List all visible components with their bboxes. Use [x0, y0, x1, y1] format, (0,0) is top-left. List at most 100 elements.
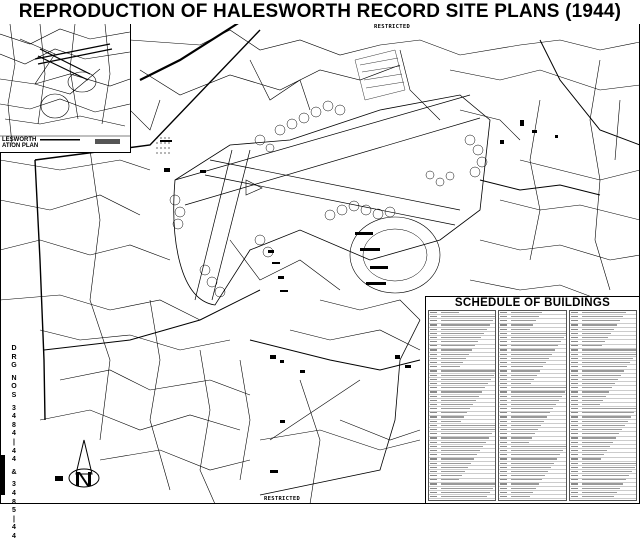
schedule-row [429, 441, 496, 445]
schedule-row [569, 491, 636, 496]
schedule-row [569, 412, 636, 416]
location-plan-map [0, 24, 130, 145]
schedule-row [429, 391, 496, 395]
schedule-row [569, 336, 636, 341]
schedule-row [499, 349, 566, 353]
schedule-row [429, 311, 496, 316]
schedule-row [429, 453, 496, 458]
schedule-row [499, 441, 566, 445]
schedule-row [569, 365, 636, 370]
schedule-row [569, 311, 636, 316]
schedule-row [499, 432, 566, 437]
schedule-row [429, 378, 496, 383]
schedule-row [569, 407, 636, 412]
schedule-row [499, 491, 566, 496]
schedule-row [429, 357, 496, 362]
schedule-row [429, 420, 496, 425]
schedule-column-3 [568, 310, 637, 501]
schedule-row [499, 378, 566, 383]
schedule-row [569, 382, 636, 387]
schedule-row [429, 407, 496, 412]
schedule-row [499, 479, 566, 483]
schedule-column-1 [428, 310, 497, 501]
schedule-row [499, 495, 566, 500]
schedule-row [569, 349, 636, 353]
schedule-row [570, 499, 636, 500]
schedule-row [429, 340, 496, 345]
schedule-row [429, 437, 496, 441]
schedule-row [499, 445, 566, 450]
schedule-row [569, 395, 636, 399]
schedule-row [429, 315, 496, 320]
schedule-row [429, 382, 496, 387]
schedule-row [499, 462, 566, 466]
schedule-title: SCHEDULE OF BUILDINGS [454, 297, 611, 309]
schedule-row [499, 407, 566, 412]
schedule-row [429, 336, 496, 341]
schedule-row [499, 403, 566, 408]
schedule-row [499, 428, 566, 433]
schedule-column-2 [498, 310, 567, 501]
schedule-row [429, 328, 496, 332]
schedule-row [569, 399, 636, 404]
schedule-row [569, 437, 636, 441]
schedule-row [569, 462, 636, 466]
schedule-row [499, 412, 566, 416]
schedule-row [499, 374, 566, 378]
schedule-row [429, 386, 496, 391]
schedule-row [429, 474, 496, 479]
schedule-row [569, 495, 636, 500]
schedule-row [429, 416, 496, 420]
schedule-row [429, 395, 496, 399]
schedule-row [569, 487, 636, 492]
schedule-row [499, 470, 566, 475]
schedule-row [429, 445, 496, 450]
north-arrow-icon [68, 439, 100, 488]
schedule-row [429, 349, 496, 353]
schedule-row [569, 319, 636, 324]
schedule-row [429, 458, 496, 462]
schedule-row [569, 345, 636, 349]
schedule-row [569, 458, 636, 462]
schedule-row [429, 479, 496, 483]
schedule-row [569, 332, 636, 337]
schedule-row [429, 495, 496, 500]
schedule-row [569, 453, 636, 458]
schedule-row [569, 428, 636, 433]
schedule-row [569, 328, 636, 332]
schedule-row [499, 332, 566, 337]
schedule-row [499, 328, 566, 332]
schedule-row [569, 378, 636, 383]
schedule-row [429, 353, 496, 358]
schedule-row [499, 399, 566, 404]
schedule-row [499, 370, 566, 374]
schedule-row [569, 424, 636, 429]
schedule-row [499, 391, 566, 395]
location-plan-label: LESWORTH ATION PLAN [2, 137, 39, 149]
schedule-row [499, 483, 566, 487]
schedule-row [569, 386, 636, 391]
schedule-row [569, 420, 636, 425]
schedule-row [569, 374, 636, 378]
schedule-row [569, 324, 636, 328]
schedule-row [429, 319, 496, 324]
schedule-row [429, 499, 495, 500]
restricted-label-top: RESTRICTED [373, 24, 412, 30]
drawing-numbers: D R G N O S 3 4 8 4 | 4 4 & 3 4 8 5 | 4 … [11, 345, 17, 540]
schedule-row [569, 449, 636, 454]
schedule-row [499, 382, 566, 387]
schedule-row [499, 449, 566, 454]
schedule-row [499, 340, 566, 345]
schedule-row [429, 449, 496, 454]
schedule-row [429, 432, 496, 437]
schedule-row [569, 361, 636, 366]
schedule-of-buildings: SCHEDULE OF BUILDINGS [425, 296, 640, 504]
schedule-row [429, 483, 496, 487]
map-title: REPRODUCTION OF HALESWORTH RECORD SITE P… [0, 0, 640, 24]
schedule-row [569, 416, 636, 420]
schedule-row [429, 361, 496, 366]
schedule-row [499, 386, 566, 391]
schedule-row [429, 365, 496, 370]
schedule-row [569, 370, 636, 374]
schedule-row [429, 462, 496, 466]
